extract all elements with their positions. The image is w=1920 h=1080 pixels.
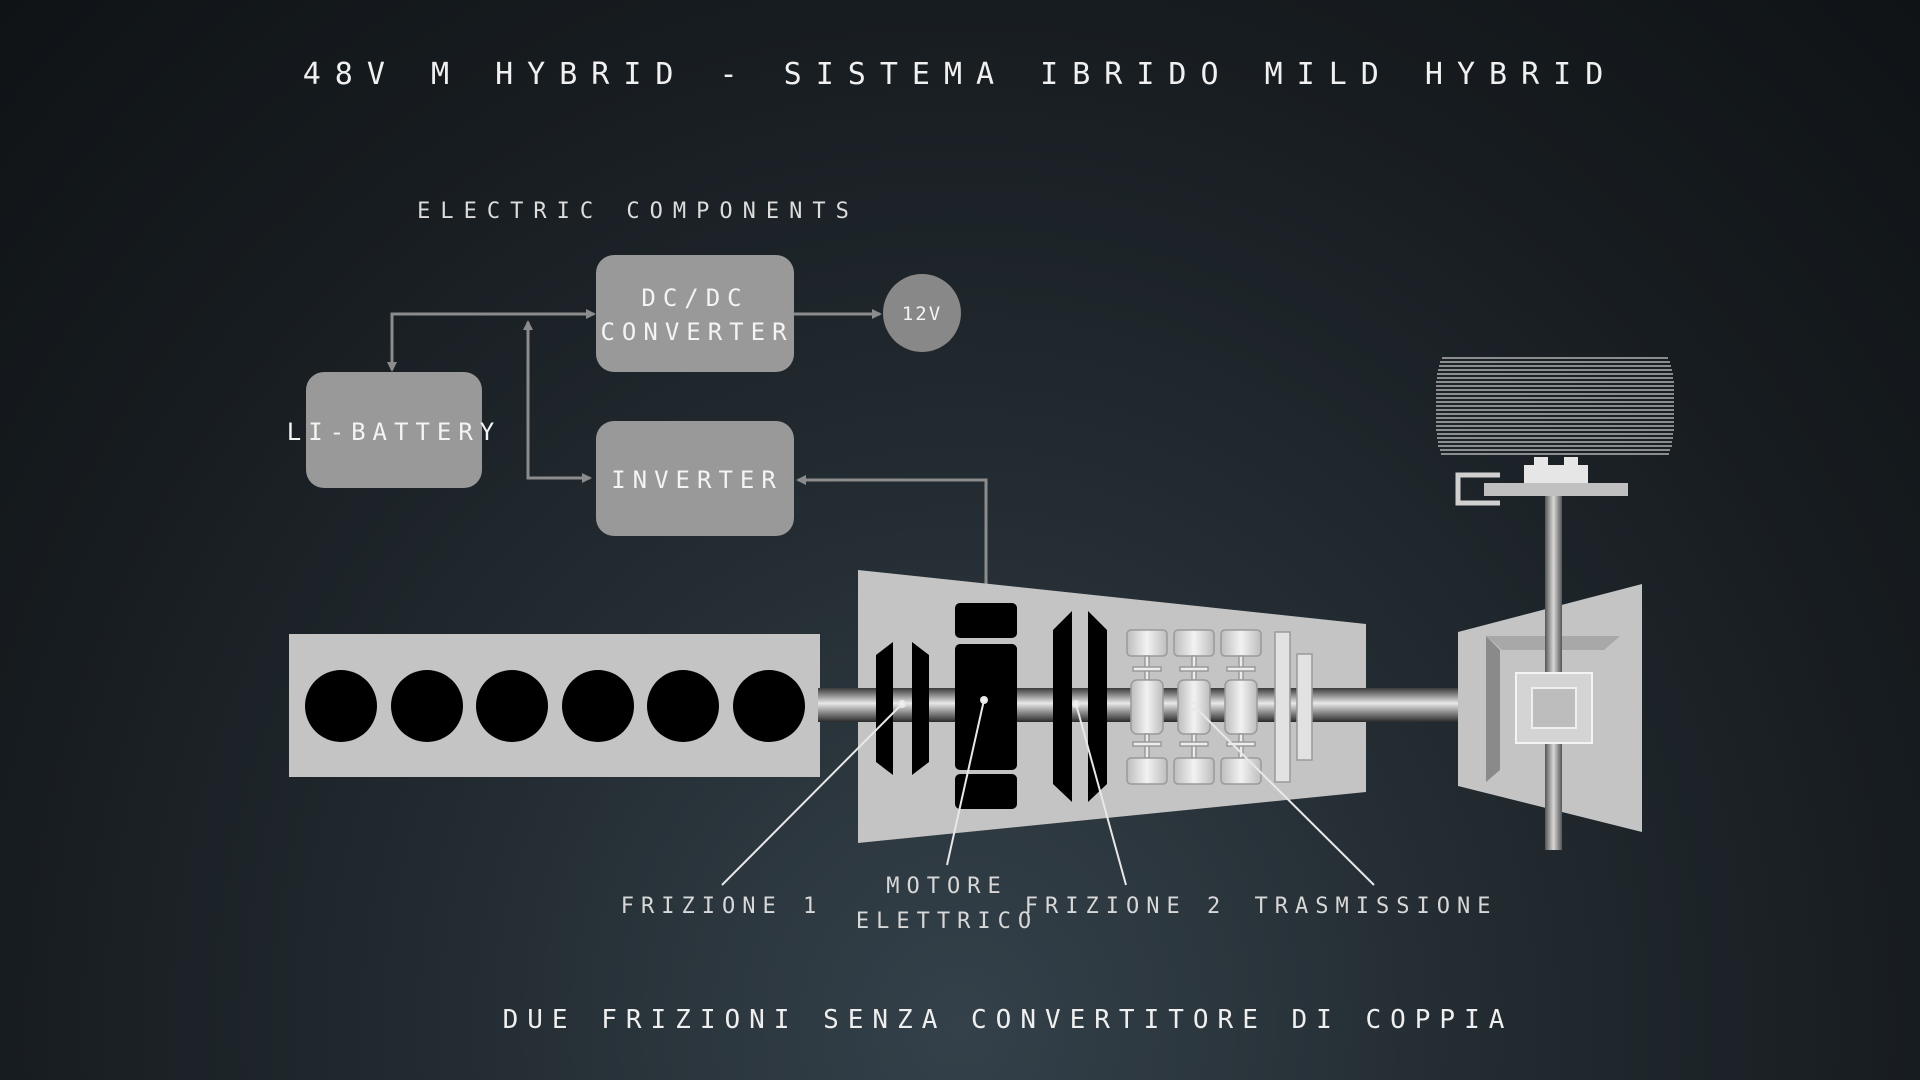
li-battery-label: LI-BATTERY [287,418,502,446]
pointer-lines [721,696,1375,886]
12v-circle: 12V [883,274,961,352]
cylinder-4 [562,670,634,742]
label-motore-line1: MOTORE [886,874,1007,899]
dcdc-converter-box: DC/DC CONVERTER [596,255,794,372]
label-trasmissione: TRASMISSIONE [1255,894,1498,919]
label-frizione-1: FRIZIONE 1 [621,894,823,919]
cylinder-3 [476,670,548,742]
page-title: 48V M HYBRID - SISTEMA IBRIDO MILD HYBRI… [303,57,1618,92]
clutch-2 [1053,611,1107,802]
pointer-frizione-1 [721,703,903,886]
wheel-hub [1455,457,1628,506]
electric-connections [387,309,991,603]
cylinder-2 [391,670,463,742]
dcdc-label-line1: DC/DC [641,284,748,312]
pointer-frizione-2 [1075,703,1127,886]
battery-dcdc-arrow [387,309,596,372]
cylinder-1 [305,670,377,742]
cylinder-6 [733,670,805,742]
bus-inverter-arrow [523,320,592,483]
label-motore-line2: ELETTRICO [856,909,1038,934]
pointer-motore [946,699,985,866]
dcdc-label-line2: CONVERTER [600,318,793,346]
clutch-1 [876,642,929,775]
inverter-motor-arrow [796,475,991,603]
inverter-box: INVERTER [596,421,794,536]
engine-block [289,634,820,777]
subtitle: DUE FRIZIONI SENZA CONVERTITORE DI COPPI… [503,1005,1514,1035]
cylinder-5 [647,670,719,742]
section-label: ELECTRIC COMPONENTS [417,199,859,224]
li-battery-box: LI-BATTERY [287,372,502,488]
pointer-trasmissione [1193,705,1375,886]
label-frizione-2: FRIZIONE 2 [1025,894,1227,919]
electric-motor [955,603,1017,809]
tire [1436,357,1674,455]
gear-set [1126,629,1313,785]
inverter-label: INVERTER [611,466,783,494]
12v-label: 12V [902,303,942,325]
differential-gear [1515,672,1593,744]
